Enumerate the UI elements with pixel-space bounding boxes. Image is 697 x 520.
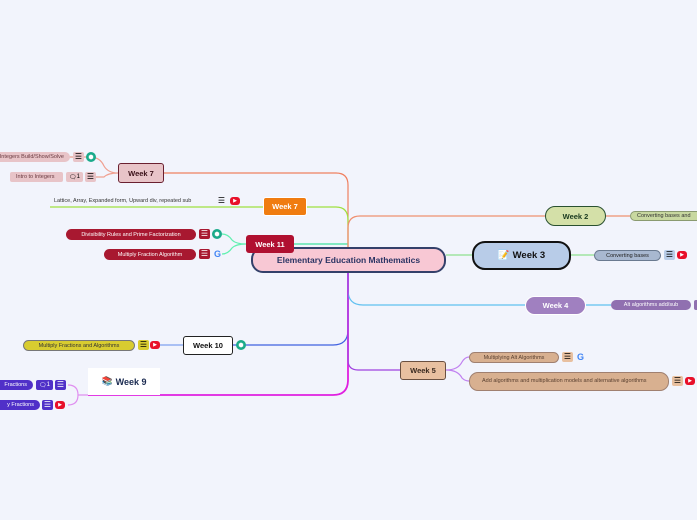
lattice-text[interactable]: Lattice, Array, Expanded form, Upward di… [54,198,192,204]
note-icon[interactable]: ☰ [42,400,53,410]
alt-algorithms-add-sub-pill[interactable]: Alt algorithms add/sub [611,300,691,310]
comment-count: 1 [76,174,80,180]
note-icon[interactable]: ☰ [199,229,210,239]
google-icon[interactable]: G [576,352,584,362]
note-icon[interactable]: ☰ [199,249,210,259]
fractions-pill[interactable]: Fractions [0,380,33,390]
note-icon[interactable]: ☰ [55,380,66,390]
week3-label: Week 3 [512,250,546,261]
converting-bases-pill[interactable]: Converting bases [594,250,661,261]
note-icon[interactable]: ☰ [562,352,573,362]
week3-node[interactable]: 📝Week 3 [472,241,571,270]
learn-icon[interactable]: ⬢ [236,340,246,350]
note-icon[interactable]: ☰ [217,196,226,205]
note-icon[interactable]: ☰ [73,152,84,162]
integers-build-pill[interactable]: Integers Build/Show/Solve [0,152,70,162]
multiply-fraction-algorithm-pill[interactable]: Multiply Fraction Algorithm [104,249,196,260]
comment-count: 1 [46,382,50,388]
week9-node[interactable]: 📚Week 9 [88,368,160,395]
youtube-icon[interactable]: ▶ [150,341,160,349]
intro-integers-pill[interactable]: Intro to Integers [10,172,63,182]
youtube-icon[interactable]: ▶ [677,251,687,259]
central-topic[interactable]: Elementary Education Mathematics [251,247,446,273]
learn-icon[interactable]: ⬢ [86,152,96,162]
comment-glyph-icon: 🗨 [39,382,47,389]
add-algorithms-pill[interactable]: Add algorithms and multiplication models… [469,372,669,391]
youtube-icon[interactable]: ▶ [55,401,65,409]
week4-node[interactable]: Week 4 [525,296,586,315]
week9-label: Week 9 [115,376,147,387]
note-icon[interactable]: ☰ [85,172,96,182]
memo-icon: 📝 [497,250,510,261]
y-fractions-pill[interactable]: y Fractions [0,400,40,410]
multiply-fractions-pill[interactable]: Multiply Fractions and Algorithms [23,340,135,351]
note-icon[interactable]: ☰ [672,376,683,386]
learn-icon[interactable]: ⬢ [212,229,222,239]
youtube-icon[interactable]: ▶ [230,197,240,205]
note-icon[interactable]: ☰ [138,340,149,350]
week11-node[interactable]: Week 11 [246,235,294,253]
comment-icon[interactable]: 🗨1 [66,172,83,182]
note-icon[interactable] [694,300,697,310]
multiplying-alt-algorithms-pill[interactable]: Multiplying Alt Algorithms [469,352,559,363]
week5-node[interactable]: Week 5 [400,361,446,380]
week2-node[interactable]: Week 2 [545,206,606,226]
divisibility-pill[interactable]: Divisibility Rules and Prime Factorizati… [66,229,196,240]
books-icon: 📚 [101,376,113,386]
week7-lattice-node[interactable]: Week 7 [263,197,307,216]
youtube-icon[interactable]: ▶ [685,377,695,385]
note-icon[interactable]: ☰ [664,250,675,260]
week7-integers-node[interactable]: Week 7 [118,163,164,183]
comment-glyph-icon: 🗨 [69,174,77,181]
week10-node[interactable]: Week 10 [183,336,233,355]
converting-bases-and-pill[interactable]: Converting bases and [630,211,697,221]
comment-icon[interactable]: 🗨1 [36,380,53,390]
google-icon[interactable]: G [213,249,221,259]
